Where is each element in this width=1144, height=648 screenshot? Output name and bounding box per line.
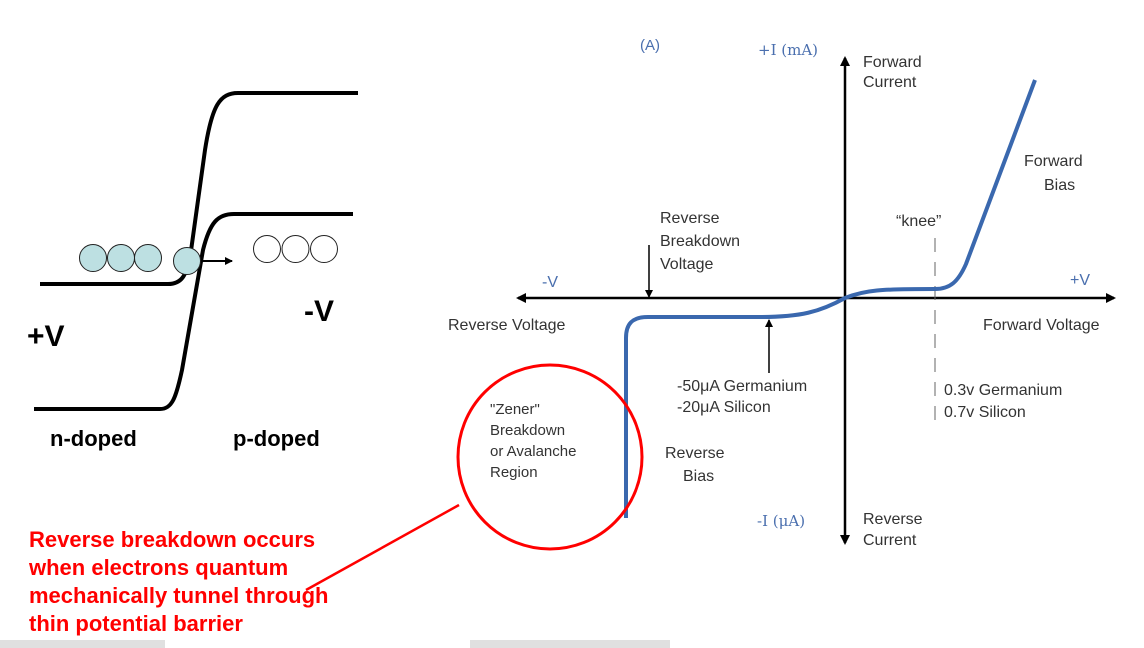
n-doped-label: n-doped [50, 426, 137, 451]
zener-line-2: Breakdown [490, 422, 566, 439]
footer-text-center [470, 640, 670, 648]
forward-bias-line-1: Forward [1024, 153, 1083, 170]
knee-label: “knee” [896, 213, 942, 230]
y-pos-axis-label: +I (mA) [758, 41, 819, 59]
reverse-voltage-label: Reverse Voltage [448, 317, 566, 334]
forward-current-line-2: Current [863, 74, 917, 91]
annotation-line-1: Reverse breakdown occurs [29, 527, 316, 552]
electron [107, 244, 135, 272]
zener-line-3: or Avalanche [490, 443, 577, 460]
zener-line-1: "Zener" [490, 401, 540, 418]
electron [134, 244, 162, 272]
reverse-bias-line-1: Reverse [665, 445, 725, 462]
forward-current-line-1: Forward [863, 54, 922, 71]
zener-line-4: Region [490, 464, 538, 481]
forward-voltage-label: Forward Voltage [983, 317, 1100, 334]
callout-line [305, 503, 460, 592]
y-neg-axis-label: -I (μA) [757, 512, 806, 530]
band-diagram [34, 91, 358, 411]
conduction-band [40, 91, 358, 286]
reverse-current-line-2: Current [863, 532, 917, 549]
threshold-silicon: 0.7v Silicon [944, 404, 1026, 421]
p-doped-label: p-doped [233, 426, 320, 451]
valence-band [34, 212, 353, 411]
empty-state [281, 235, 310, 263]
reverse-bias-line-2: Bias [683, 468, 715, 485]
electron [79, 244, 107, 272]
x-neg-axis-label: -V [542, 274, 558, 291]
empty-state [253, 235, 281, 263]
breakdown-line-1: Reverse [660, 210, 720, 227]
breakdown-line-2: Breakdown [660, 233, 741, 250]
leakage-germanium: -50μA Germanium [677, 378, 808, 395]
electron [173, 247, 201, 275]
leakage-silicon: -20μA Silicon [677, 399, 771, 416]
iv-graph [305, 56, 1116, 592]
footer-text-left [0, 640, 165, 648]
plus-v-label: +V [27, 320, 65, 353]
iv-curve [624, 79, 1037, 518]
annotation-line-2: when electrons quantum [29, 555, 289, 580]
annotation-line-4: thin potential barrier [29, 611, 243, 636]
forward-bias-line-2: Bias [1044, 177, 1076, 194]
reverse-current-line-1: Reverse [863, 511, 923, 528]
zener-highlight-circle [456, 363, 644, 551]
annotation-line-3: mechanically tunnel through [29, 583, 329, 608]
x-pos-axis-label: +V [1070, 272, 1091, 289]
threshold-germanium: 0.3v Germanium [944, 382, 1063, 399]
empty-state [310, 235, 338, 263]
breakdown-line-3: Voltage [660, 256, 714, 273]
minus-v-label: -V [304, 295, 334, 328]
panel-label: (A) [640, 37, 660, 54]
